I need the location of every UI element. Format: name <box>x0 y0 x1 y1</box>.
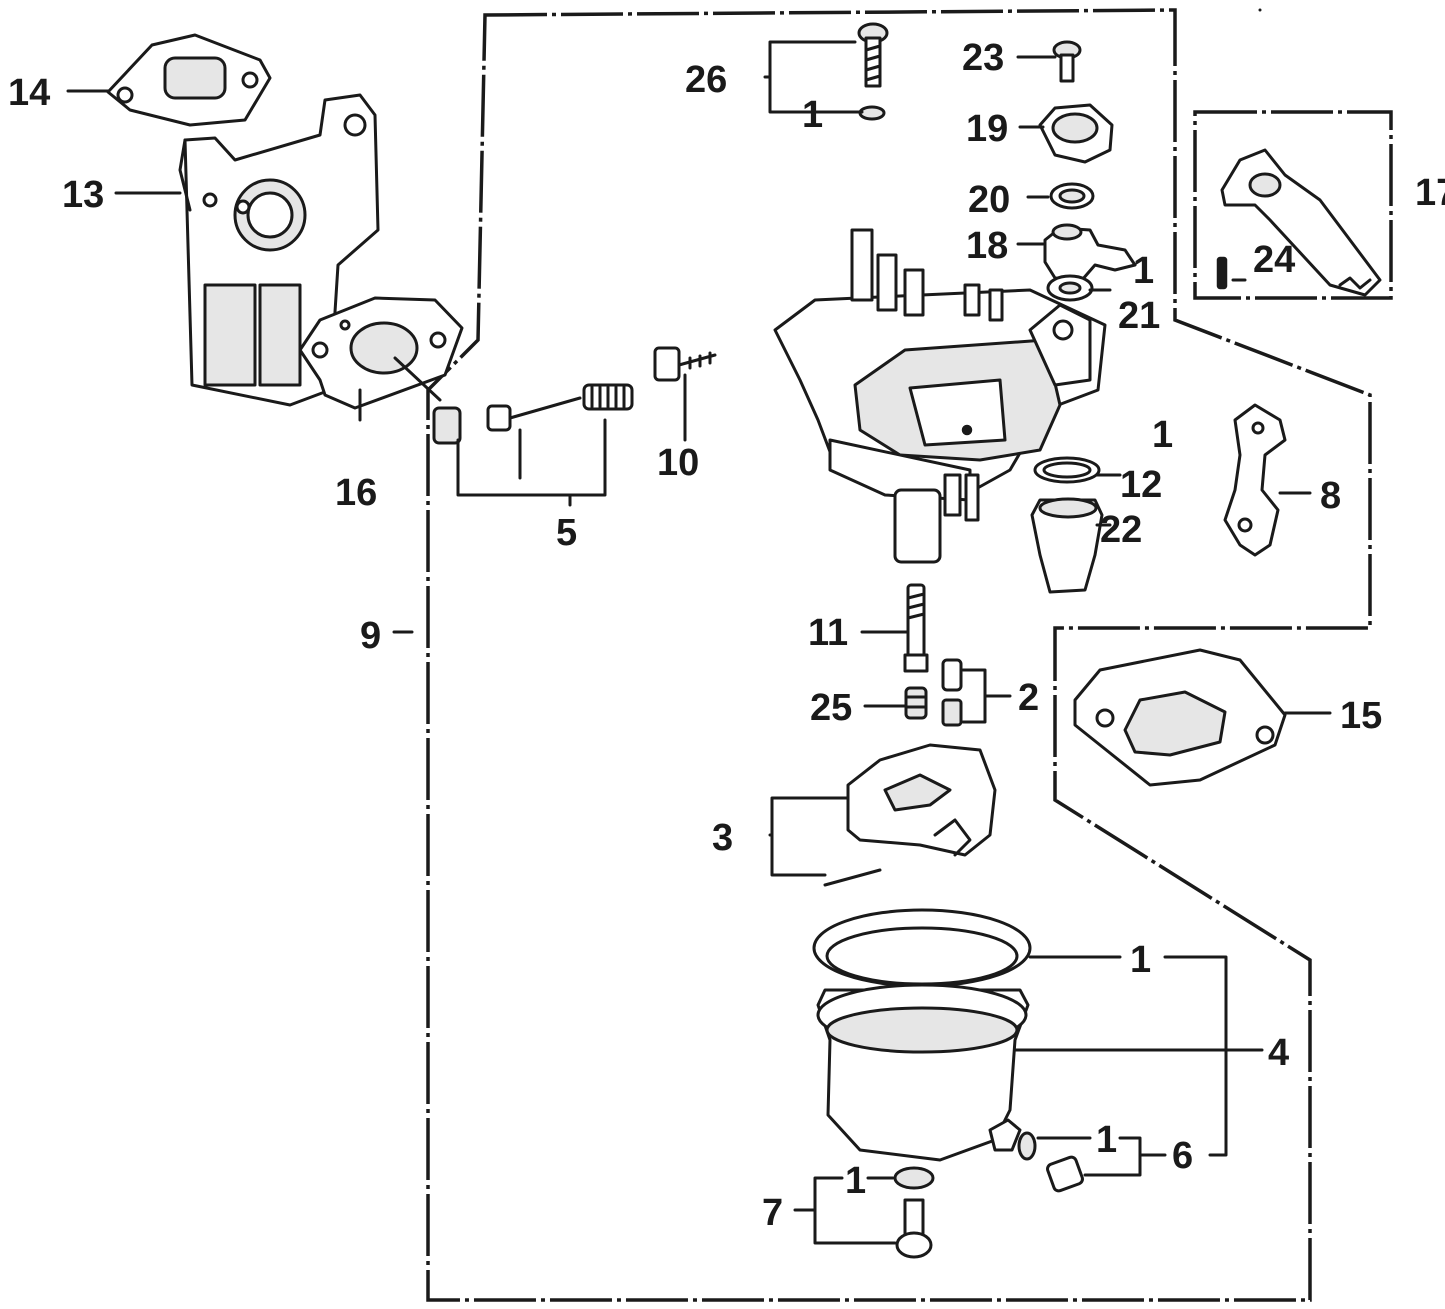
screw-10-drawing <box>653 346 717 382</box>
choke-stack-drawing <box>1038 40 1137 302</box>
part-labels: 14 13 16 5 10 9 26 1 23 19 20 18 1 21 17… <box>8 37 1445 1234</box>
label-18: 18 <box>966 225 1008 267</box>
part-17-box <box>1193 110 1393 300</box>
label-24: 24 <box>1253 239 1295 281</box>
label-3: 3 <box>712 817 733 859</box>
label-9: 9 <box>360 615 381 657</box>
label-1-mid: 1 <box>1152 414 1173 456</box>
screw-26-drawing <box>857 22 889 121</box>
gasket-16-drawing <box>298 296 464 410</box>
gasket-14-drawing <box>106 33 272 127</box>
label-1-bowl: 1 <box>1130 939 1151 981</box>
label-22: 22 <box>1100 509 1142 551</box>
label-12: 12 <box>1120 464 1162 506</box>
label-1-upper: 1 <box>1133 250 1154 292</box>
label-1-drain: 1 <box>1096 1119 1117 1161</box>
label-7: 7 <box>762 1192 783 1234</box>
label-5: 5 <box>556 512 577 554</box>
jets-drawing <box>903 583 963 727</box>
label-1-bottom: 1 <box>845 1160 866 1202</box>
label-11: 11 <box>808 612 848 654</box>
label-4: 4 <box>1268 1032 1289 1074</box>
carburetor-body-drawing <box>773 228 1107 564</box>
float-chamber-drawing <box>812 908 1084 1259</box>
label-19: 19 <box>966 108 1008 150</box>
pilot-screw-5-drawing <box>432 383 634 445</box>
label-20: 20 <box>968 179 1010 221</box>
label-10: 10 <box>657 442 699 484</box>
label-14: 14 <box>8 72 50 114</box>
label-16: 16 <box>335 472 377 514</box>
label-2: 2 <box>1018 677 1039 719</box>
label-25: 25 <box>810 687 852 729</box>
label-1-top: 1 <box>802 94 823 136</box>
choke-lever-17-drawing <box>1216 148 1382 297</box>
label-26: 26 <box>685 59 727 101</box>
cup-and-lever-drawing <box>1030 403 1287 594</box>
label-17: 17 <box>1415 172 1445 214</box>
float-3-drawing <box>823 743 997 887</box>
label-23: 23 <box>962 37 1004 79</box>
label-21: 21 <box>1118 295 1160 337</box>
leader-lines <box>66 8 1332 1245</box>
label-6: 6 <box>1172 1135 1193 1177</box>
gasket-15-drawing <box>1073 648 1287 787</box>
label-15: 15 <box>1340 695 1382 737</box>
label-8: 8 <box>1320 475 1341 517</box>
label-13: 13 <box>62 174 104 216</box>
